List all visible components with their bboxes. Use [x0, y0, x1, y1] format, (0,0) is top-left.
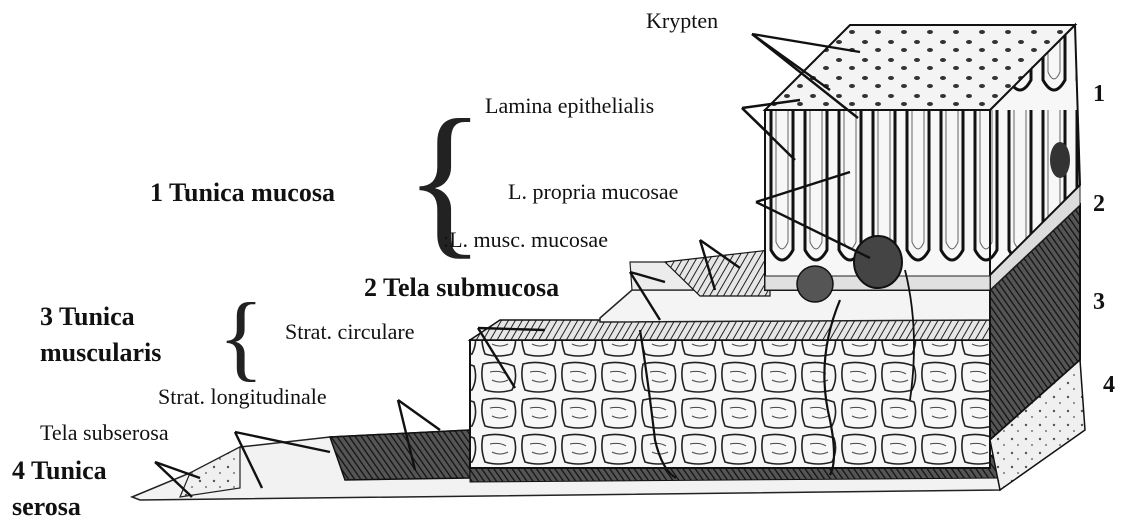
tunica-mucosa-label: 1 Tunica mucosa — [150, 180, 335, 206]
strat-longitudinale-label: Strat. longitudinale — [158, 386, 327, 408]
circular-muscle-block — [470, 340, 990, 468]
tela-subserosa-label: Tela subserosa — [40, 422, 169, 444]
lamina-muscularis-label: :L. musc. mucosae — [443, 229, 608, 251]
lamina-propria-label: L. propria mucosae — [508, 181, 678, 203]
tunica-muscularis-label-line2: muscularis — [40, 340, 161, 366]
strat-circulare-label: Strat. circulare — [285, 321, 415, 343]
muscularis-brace: { — [218, 289, 264, 385]
side-number-3: 3 — [1093, 290, 1105, 314]
side-number-1: 1 — [1093, 82, 1105, 106]
lamina-epithelialis-label: Lamina epithelialis — [485, 95, 654, 117]
tunica-muscularis-label-line1: 3 Tunica — [40, 304, 135, 330]
tunica-serosa-label-line2: serosa — [12, 494, 81, 520]
longitudinal-muscle-band — [330, 430, 470, 480]
side-number-4: 4 — [1103, 373, 1115, 397]
krypten-label: Krypten — [646, 10, 718, 32]
side-number-2: 2 — [1093, 192, 1105, 216]
tela-submucosa-label: 2 Tela submucosa — [364, 275, 559, 301]
lymph-nodule — [854, 236, 902, 288]
tunica-serosa-label-line1: 4 Tunica — [12, 458, 107, 484]
